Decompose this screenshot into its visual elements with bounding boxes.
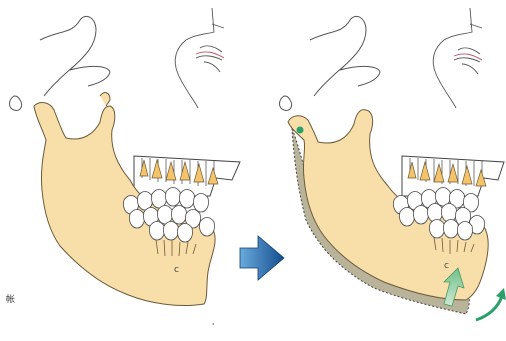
orbit-line-right	[280, 96, 292, 110]
right-arrow-icon	[240, 236, 284, 280]
curved-rotation-arrow-icon	[476, 288, 506, 320]
profile-sketch-right	[433, 8, 482, 108]
corner-mark: 帐	[6, 292, 15, 305]
panel-before: c	[10, 8, 241, 306]
bottom-mark: '	[212, 322, 214, 331]
orbit-line-left	[10, 96, 22, 110]
pivot-dot-icon	[297, 127, 304, 134]
skull-outline-left	[40, 16, 110, 96]
tooth-mark-left: c	[174, 265, 179, 275]
panel-after: c	[280, 8, 506, 320]
tooth-mark-right: c	[444, 261, 449, 271]
skull-outline-right	[310, 16, 380, 96]
profile-sketch-left	[175, 8, 224, 108]
